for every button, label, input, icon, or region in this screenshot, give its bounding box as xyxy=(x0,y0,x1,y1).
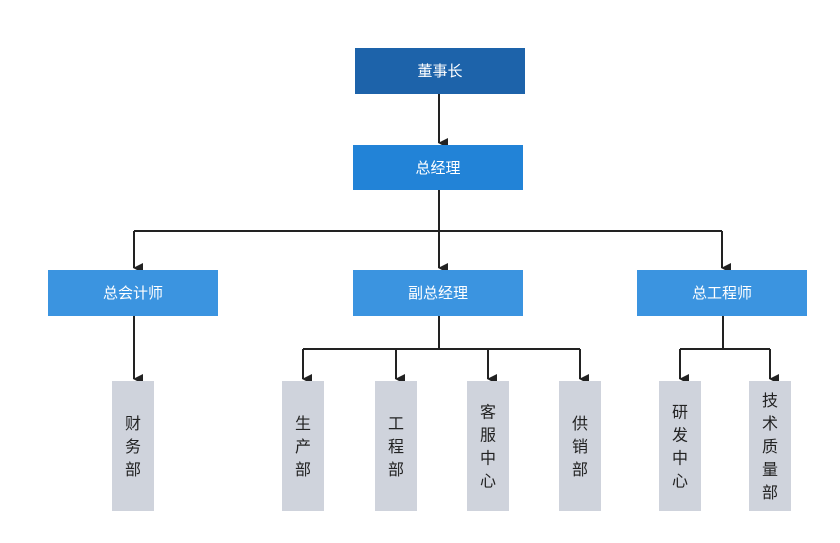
dept-finance: 财务部 xyxy=(112,381,154,511)
node-chief-accountant-box xyxy=(48,270,218,316)
dept-technical-quality-box xyxy=(749,381,791,511)
dept-customer-service-box xyxy=(467,381,509,511)
node-chief-accountant-label: 总会计师 xyxy=(103,284,163,302)
dept-technical-quality-label: 技术质量部 xyxy=(762,391,778,502)
dept-engineering-box xyxy=(375,381,417,511)
connector-lines xyxy=(133,94,779,384)
node-chief-accountant: 总会计师 xyxy=(48,270,218,316)
node-chairman-label: 董事长 xyxy=(417,62,462,80)
dept-rd-center-box xyxy=(659,381,701,511)
node-general-manager: 总经理 xyxy=(353,145,523,190)
node-chief-engineer: 总工程师 xyxy=(637,270,807,316)
node-deputy-general-manager: 副总经理 xyxy=(353,270,523,316)
dept-rd-center-label: 研发中心 xyxy=(672,402,688,490)
node-deputy-general-manager-label: 副总经理 xyxy=(408,284,468,302)
dept-customer-service-label: 客服中心 xyxy=(480,402,496,490)
node-chief-engineer-label: 总工程师 xyxy=(692,284,752,302)
dept-technical-quality: 技术质量部 xyxy=(749,381,791,511)
dept-supply-sales: 供销部 xyxy=(559,381,601,511)
dept-production-label: 生产部 xyxy=(295,414,311,479)
dept-customer-service: 客服中心 xyxy=(467,381,509,511)
node-chairman-box xyxy=(355,48,525,94)
node-general-manager-box xyxy=(353,145,523,190)
dept-engineering-label: 工程部 xyxy=(388,414,404,479)
dept-finance-label: 财务部 xyxy=(125,414,141,479)
dept-supply-sales-label: 供销部 xyxy=(572,414,588,479)
dept-finance-box xyxy=(112,381,154,511)
node-general-manager-label: 总经理 xyxy=(415,159,460,177)
dept-production-box xyxy=(282,381,324,511)
node-chief-engineer-box xyxy=(637,270,807,316)
dept-supply-sales-box xyxy=(559,381,601,511)
dept-rd-center: 研发中心 xyxy=(659,381,701,511)
node-chairman: 董事长 xyxy=(355,48,525,94)
dept-engineering: 工程部 xyxy=(375,381,417,511)
node-deputy-general-manager-box xyxy=(353,270,523,316)
dept-production: 生产部 xyxy=(282,381,324,511)
